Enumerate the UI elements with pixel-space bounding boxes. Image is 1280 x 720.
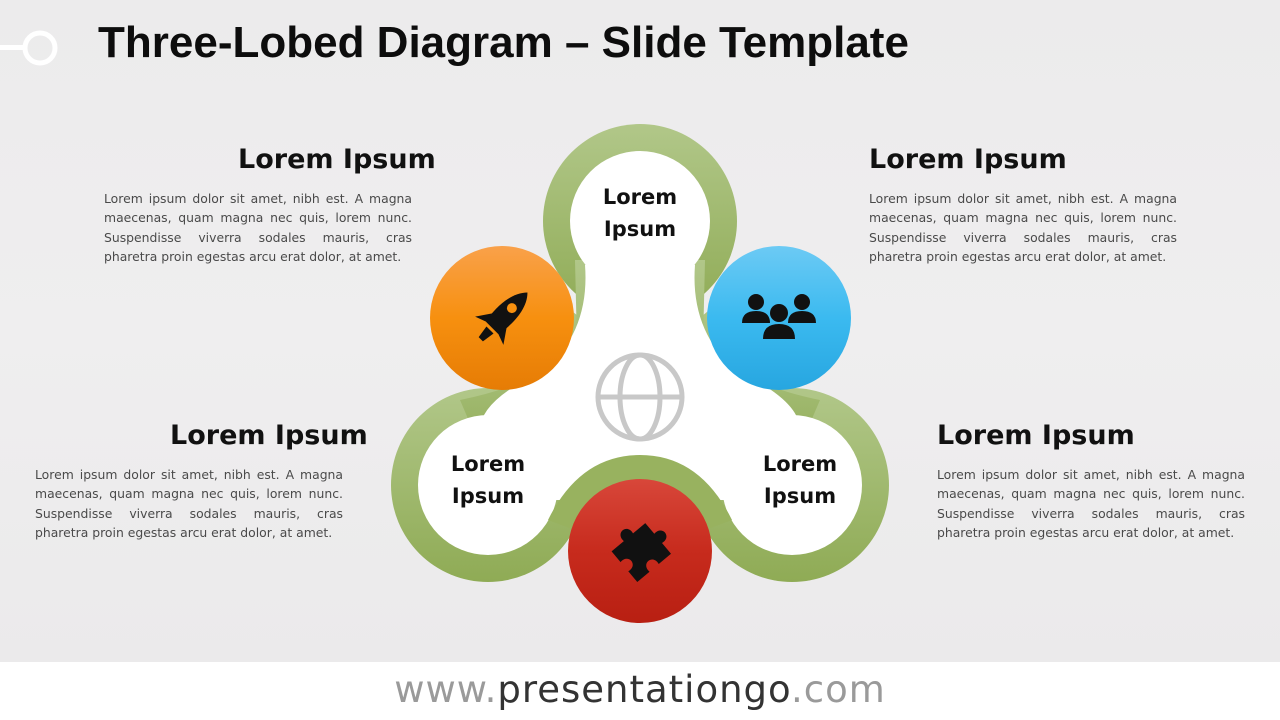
lobe-label-right: Lorem Ipsum [762, 452, 838, 508]
pin-decoration-icon [0, 30, 58, 66]
lobe-label-top: Lorem Ipsum [602, 185, 678, 241]
footer-url-suffix: .com [791, 668, 886, 711]
lobe-label-left: Lorem Ipsum [450, 452, 526, 508]
rocket-badge [429, 245, 575, 391]
text-top-right: Lorem ipsum dolor sit amet, nibh est. A … [869, 191, 1177, 265]
globe-icon [595, 352, 685, 442]
footer: www.presentationgo.com [0, 662, 1280, 720]
heading-top-right: Lorem Ipsum [869, 144, 1067, 175]
heading-bottom-left: Lorem Ipsum [170, 420, 368, 451]
footer-url-prefix: www. [394, 668, 498, 711]
slide-background: Three-Lobed Diagram – Slide Template [0, 0, 1280, 662]
puzzle-piece-icon [611, 523, 671, 582]
text-bottom-right: Lorem ipsum dolor sit amet, nibh est. A … [937, 467, 1245, 541]
footer-url[interactable]: www.presentationgo.com [0, 668, 1280, 711]
people-icon [742, 294, 816, 339]
lobe-notch [548, 455, 732, 530]
heading-top-left: Lorem Ipsum [238, 144, 436, 175]
puzzle-badge [567, 478, 713, 624]
text-bottom-left: Lorem ipsum dolor sit amet, nibh est. A … [35, 467, 343, 541]
text-top-left: Lorem ipsum dolor sit amet, nibh est. A … [104, 191, 412, 265]
heading-bottom-right: Lorem Ipsum [937, 420, 1135, 451]
people-badge [706, 245, 852, 391]
lobe-inner [418, 151, 862, 555]
rocket-icon [475, 292, 528, 345]
footer-url-brand: presentationgo [497, 668, 792, 711]
slide-title: Three-Lobed Diagram – Slide Template [98, 18, 909, 67]
three-lobed-diagram [391, 124, 889, 582]
